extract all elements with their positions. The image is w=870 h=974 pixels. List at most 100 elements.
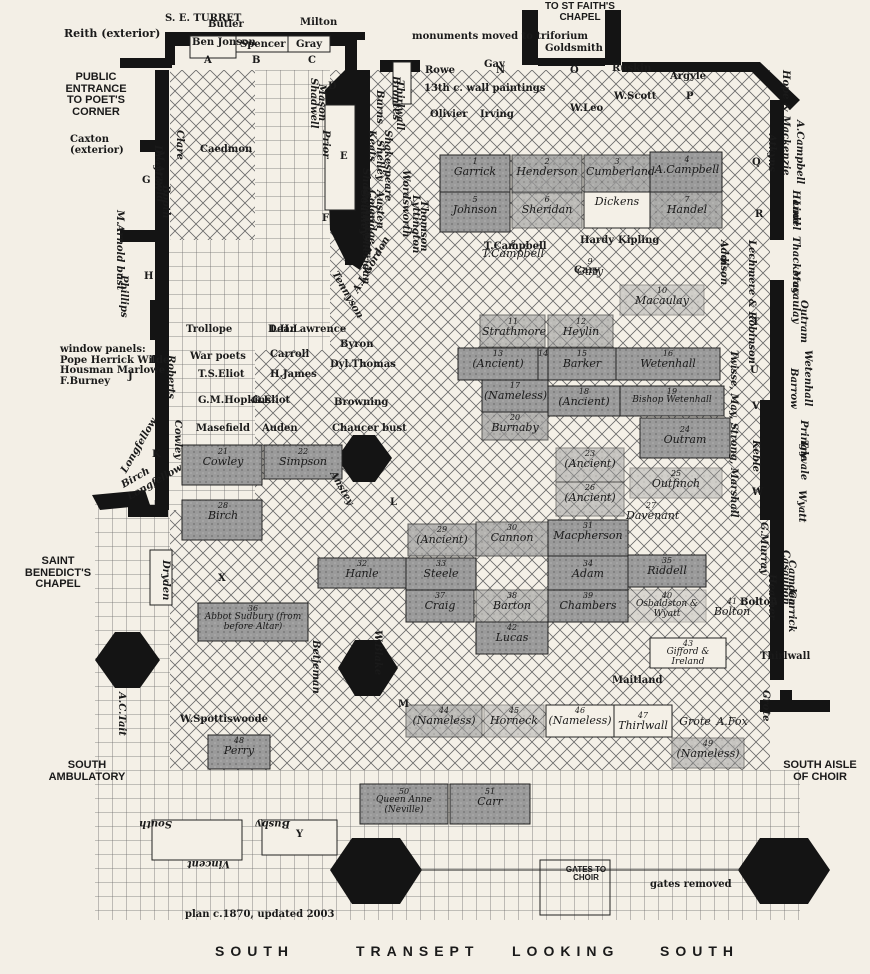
memorial-number: 12 — [575, 317, 587, 326]
wall-memorial: Lechmere & Robinson — [746, 240, 757, 364]
st-faith-chapel-label: TO ST FAITH'S CHAPEL — [545, 1, 615, 23]
wall-memorial: M.Arnold bust — [114, 210, 125, 291]
wall-memorial: Milton — [300, 17, 338, 28]
memorial-name: Grote — [679, 715, 711, 728]
wall-memorial: T.Campbell — [484, 241, 547, 252]
wall-memorial: Dryden — [160, 560, 171, 601]
monuments-note: monuments moved to triforium — [412, 31, 588, 42]
wall-letter: J — [128, 371, 133, 382]
wall-letter: K — [152, 449, 161, 460]
floor-memorial: 17(Nameless) — [484, 381, 547, 402]
wall-letter: W — [752, 487, 764, 498]
caxton-note: Caxton (exterior) — [70, 134, 124, 156]
wall-memorial: W.Scott — [614, 91, 657, 102]
memorial-number: 3 — [614, 157, 620, 166]
memorial-number: 28 — [217, 501, 229, 510]
memorial-number: 36 — [247, 604, 259, 613]
memorial-number: 33 — [435, 559, 447, 568]
wall-letter: Y — [296, 829, 304, 840]
memorial-name: Chambers — [559, 599, 617, 613]
wall-memorial: Auden — [262, 423, 298, 434]
memorial-number: 22 — [297, 447, 309, 456]
wall-memorial: D.H.Lawrence — [268, 324, 347, 335]
wall-letter: V — [752, 401, 760, 412]
memorial-number: 17 — [509, 381, 521, 390]
wall-letter: R — [755, 209, 764, 220]
memorial-name: (Ancient) — [564, 491, 616, 505]
wall-memorial: Outram — [798, 300, 809, 343]
wall-letter: Q — [752, 157, 761, 168]
memorial-name: (Ancient) — [416, 533, 468, 547]
wall-memorial: Gay — [484, 59, 505, 70]
plan-caption: plan c.1870, updated 2003 — [185, 909, 335, 920]
wall-memorial: Caedmon — [200, 144, 253, 155]
memorial-name: Riddell — [647, 564, 687, 578]
memorial-name: Cannon — [490, 531, 534, 545]
wall-memorial: Clare — [174, 130, 185, 160]
memorial-number: 46 — [574, 706, 586, 715]
memorial-name: Gifford & Ireland — [666, 647, 710, 667]
floor-memorial: Grote — [676, 716, 714, 728]
memorial-name: Garrick — [453, 165, 497, 179]
floor-memorial: 49(Nameless) — [674, 739, 742, 760]
wall-letter: T — [752, 317, 760, 328]
wall-memorial: Prior — [320, 130, 331, 159]
wall-memorial: Trollope — [186, 324, 233, 335]
memorial-name: Cary — [576, 265, 604, 279]
memorial-number: 48 — [233, 736, 245, 745]
floor-grid-nave — [255, 70, 330, 350]
wall-memorial: Busby — [255, 818, 290, 829]
wall-memorial: Carroll — [270, 349, 310, 360]
wall-memorial: Bolton — [740, 597, 778, 608]
st-benedict-chapel-label: SAINT BENEDICT'S CHAPEL — [24, 555, 92, 591]
heading-transept: TRANSEPT — [356, 943, 480, 959]
memorial-name: Abbot Sudbury (from before Altar) — [204, 612, 302, 632]
memorial-name: Heylin — [562, 325, 600, 339]
wall-memorial: Shakespeare — [382, 130, 393, 202]
memorial-number: 18 — [578, 387, 590, 396]
wall-memorial: A.Campbell — [794, 120, 805, 185]
memorial-number: 45 — [508, 706, 520, 715]
memorial-name: (Nameless) — [412, 714, 476, 728]
wall-memorial: Tryvale — [798, 440, 809, 481]
gates-label: GATES TO CHOIR — [565, 865, 607, 883]
wall-memorial: G.M.Hopkins — [198, 395, 271, 406]
memorial-number: 23 — [584, 449, 596, 458]
memorial-name: (Ancient) — [558, 395, 610, 409]
memorial-number: 30 — [506, 523, 518, 532]
floor-memorial: 18(Ancient) — [550, 387, 618, 409]
memorial-number: 26 — [584, 483, 596, 492]
memorial-number: 20 — [509, 413, 521, 422]
memorial-number: 42 — [506, 623, 518, 632]
wall-memorial: Wyatt — [796, 490, 807, 523]
wall-memorial: Wordsworth — [400, 170, 411, 238]
memorial-number: 1 — [472, 157, 478, 166]
memorial-number: 38 — [506, 591, 518, 600]
south-ambulatory-label: SOUTH AMBULATORY — [48, 759, 126, 783]
memorial-number: 37 — [434, 591, 446, 600]
wall-memorial: Hardy — [580, 235, 614, 246]
wall-letter: P — [686, 91, 694, 102]
memorial-name: Sheridan — [521, 203, 573, 217]
wall-memorial: W.Spottiswoode — [180, 714, 269, 725]
memorial-number: 24 — [679, 425, 691, 434]
memorial-number: 9 — [587, 257, 593, 266]
memorial-name: Simpson — [279, 455, 327, 469]
memorial-name: Osbaldston & Wyatt — [635, 599, 699, 619]
memorial-number: 2 — [544, 157, 550, 166]
wall-letter: O — [570, 65, 579, 76]
